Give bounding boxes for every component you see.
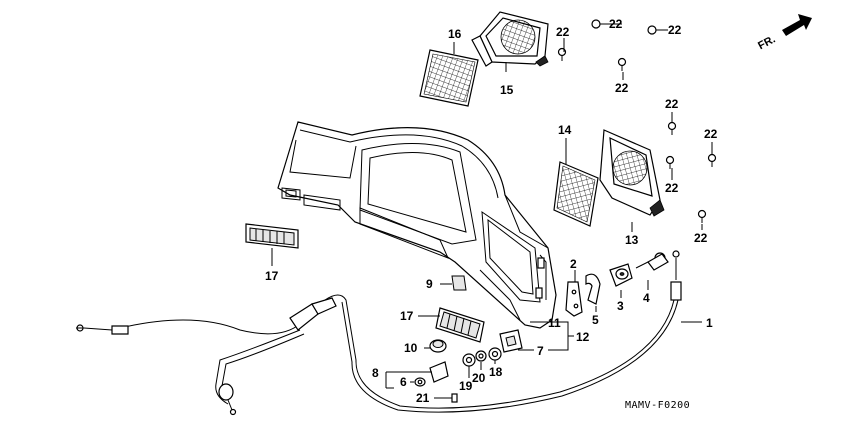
callout-labels: 16 15 22 22 22 22 22 22 22 22 14 13 17 2…: [265, 17, 718, 405]
label-12: 12: [576, 330, 590, 344]
label-22: 22: [704, 127, 718, 141]
label-22: 22: [668, 23, 682, 37]
label-3: 3: [617, 299, 624, 313]
label-11: 11: [548, 316, 561, 330]
speaker-grille-lower: [553, 161, 599, 227]
label-18: 18: [489, 365, 503, 379]
speaker-upper: [471, 11, 549, 67]
clip-9: [451, 275, 467, 291]
diagram-code: MAMV-F0200: [625, 400, 690, 411]
label-20: 20: [472, 371, 486, 385]
speaker-grille-upper: [419, 49, 479, 107]
label-14: 14: [558, 123, 572, 137]
label-22: 22: [665, 181, 679, 195]
label-19: 19: [459, 379, 473, 393]
label-1: 1: [706, 316, 713, 330]
front-direction-indicator: FR.: [756, 14, 812, 52]
air-vent-lower: [435, 307, 485, 343]
lock-3: [609, 263, 633, 287]
air-vent-left: [245, 223, 299, 249]
knob-8: [414, 361, 449, 387]
label-22: 22: [556, 25, 570, 39]
bracket-2: [565, 281, 583, 317]
switch-10: [429, 339, 447, 353]
screws: [557, 19, 717, 223]
release-cable-right: [324, 250, 682, 413]
direction-label: FR.: [756, 33, 777, 52]
label-10: 10: [404, 341, 418, 355]
label-7: 7: [537, 344, 544, 358]
label-6: 6: [400, 375, 407, 389]
cylinder-4: [635, 252, 669, 271]
plate-7: [499, 329, 523, 353]
label-22: 22: [615, 81, 629, 95]
label-15: 15: [500, 83, 514, 97]
leader-lines: [271, 23, 713, 399]
bolt-21: [442, 393, 458, 403]
label-22: 22: [609, 17, 623, 31]
label-13: 13: [625, 233, 639, 247]
label-21: 21: [416, 391, 430, 405]
clip-5: [585, 273, 601, 305]
speaker-lower: [599, 129, 665, 217]
label-2: 2: [570, 257, 577, 271]
label-5: 5: [592, 313, 599, 327]
label-16: 16: [448, 27, 462, 41]
release-cable-left: [76, 297, 337, 416]
label-17: 17: [400, 309, 414, 323]
instrument-panel-housing: [277, 121, 557, 329]
label-8: 8: [372, 366, 379, 380]
label-9: 9: [426, 277, 433, 291]
label-22: 22: [665, 97, 679, 111]
label-17: 17: [265, 269, 279, 283]
label-22: 22: [694, 231, 708, 245]
label-4: 4: [643, 291, 650, 305]
